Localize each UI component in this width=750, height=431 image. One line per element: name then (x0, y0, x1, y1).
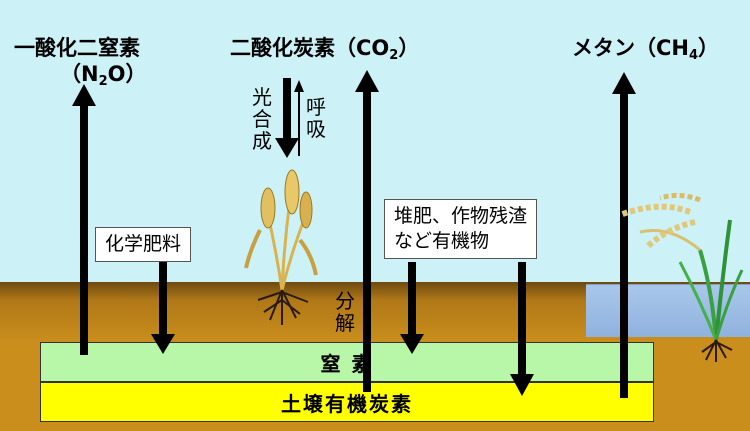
wheat-plant-icon (244, 169, 318, 325)
co2-formula-close: ） (398, 36, 420, 60)
co2-emission-arrow (355, 70, 379, 392)
soil-carbon-layer-label: 土壌有機炭素 (281, 391, 413, 416)
photosynthesis-char-2: 合 (252, 107, 272, 131)
organic-to-nitrogen-arrow (400, 262, 424, 354)
ch4-formula-open: （CH (635, 36, 689, 60)
n2o-formula: （N2O） (60, 58, 146, 89)
photosynthesis-char-1: 光 (252, 85, 272, 109)
photosynthesis-char-3: 成 (252, 129, 272, 153)
n2o-emission-arrow (72, 84, 96, 355)
rice-plant-icon (618, 192, 744, 362)
photosynthesis-label: 光 合 成 (251, 86, 273, 152)
co2-label: 二酸化炭素（CO2） (230, 32, 419, 63)
decomposition-label: 分 解 (334, 290, 356, 334)
chemical-fertilizer-box: 化学肥料 (95, 227, 192, 262)
ch4-formula-sub: 4 (689, 48, 699, 63)
co2-formula-open: （CO (335, 36, 390, 60)
n2o-name: 一酸化二窒素 (14, 36, 140, 60)
ch4-emission-arrow (612, 72, 636, 398)
respiration-arrow (294, 80, 304, 156)
co2-formula-sub: 2 (389, 48, 399, 63)
n2o-formula-close: O） (107, 62, 147, 86)
decomposition-char-2: 解 (335, 311, 355, 335)
decomposition-char-1: 分 (335, 289, 355, 313)
nitrogen-layer: 窒 素 (40, 342, 654, 382)
respiration-char-2: 吸 (306, 117, 326, 141)
ch4-formula-close: ） (698, 36, 720, 60)
chemical-fertilizer-text: 化学肥料 (105, 233, 182, 255)
organic-matter-box: 堆肥、作物残渣 など有機物 (384, 199, 538, 259)
soil-carbon-layer: 土壌有機炭素 (40, 382, 654, 422)
organic-matter-line-1: 堆肥、作物残渣 (394, 205, 528, 227)
n2o-label: 一酸化二窒素 (14, 32, 140, 62)
organic-matter-line-2: など有機物 (394, 230, 490, 252)
nitrogen-layer-label: 窒 素 (320, 351, 374, 376)
photosynthesis-arrow (275, 78, 299, 158)
respiration-label: 呼 吸 (305, 96, 327, 140)
ch4-label: メタン（CH4） (572, 32, 719, 63)
ch4-name: メタン (572, 36, 635, 60)
organic-to-carbon-arrow (510, 262, 534, 396)
fertilizer-input-arrow (151, 262, 175, 354)
co2-name: 二酸化炭素 (230, 36, 335, 60)
n2o-formula-sub: 2 (98, 74, 108, 89)
n2o-formula-open: （N (60, 62, 99, 86)
respiration-char-1: 呼 (306, 95, 326, 119)
